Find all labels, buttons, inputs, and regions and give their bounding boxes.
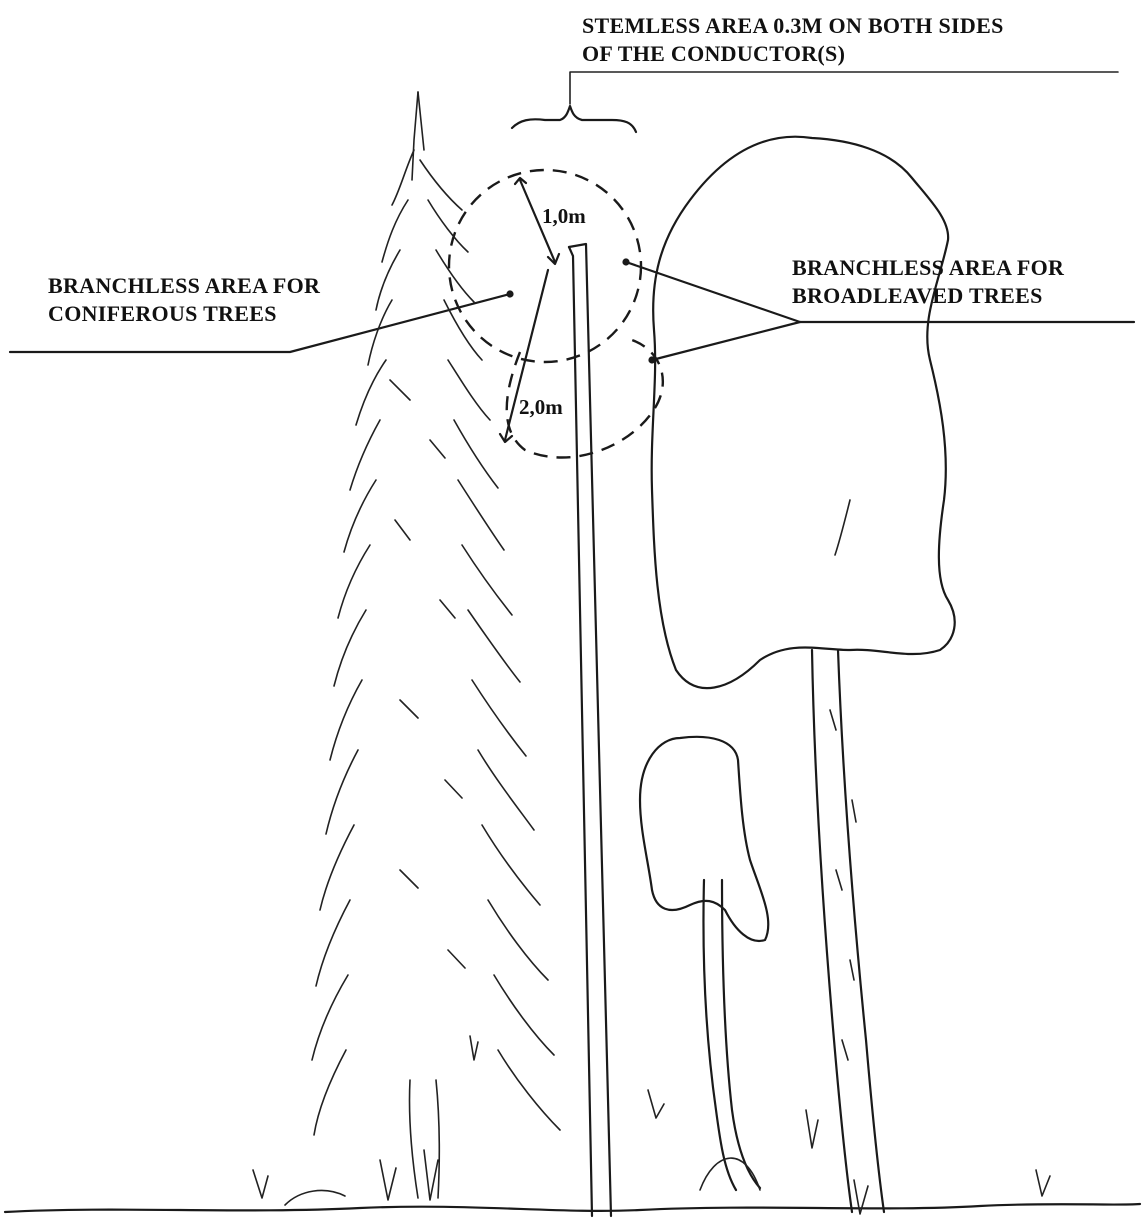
utility-pole	[569, 244, 611, 1216]
coniferous-label-line1: BRANCHLESS AREA FOR	[48, 272, 320, 300]
stemless-bracket	[512, 106, 636, 132]
stemless-label-line2: OF THE CONDUCTOR(S)	[582, 40, 845, 68]
dimension-label-upper: 1,0m	[542, 204, 586, 229]
stemless-label-line1: STEMLESS AREA 0.3M ON BOTH SIDES	[582, 12, 1004, 40]
coniferous-label-line2: CONIFEROUS TREES	[48, 300, 277, 328]
coniferous-tree	[312, 92, 560, 1198]
ground-mound	[285, 1190, 345, 1205]
ground-line	[5, 1204, 1140, 1212]
broadleaved-label-line1: BRANCHLESS AREA FOR	[792, 254, 1064, 282]
grass-tufts	[253, 1036, 1050, 1214]
stemless-leader	[570, 72, 1118, 104]
dimension-label-lower: 2,0m	[519, 395, 563, 420]
broadleaved-label-line2: BROADLEAVED TREES	[792, 282, 1043, 310]
broadleaved-tree-small	[640, 737, 768, 1190]
branchless-circle-upper	[449, 170, 641, 362]
